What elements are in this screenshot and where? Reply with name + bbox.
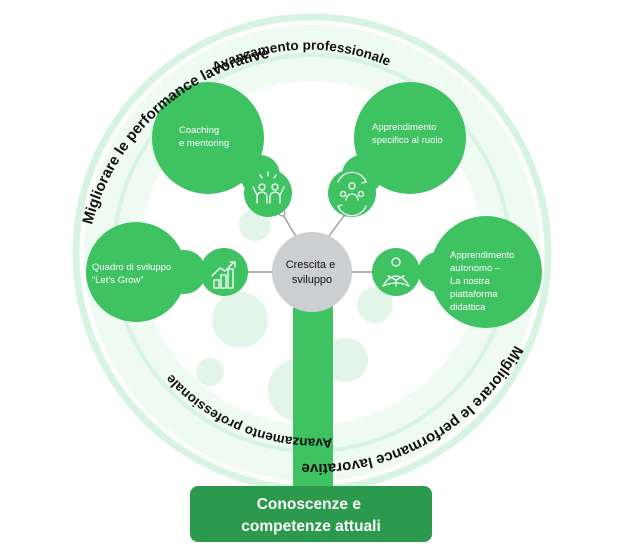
growth-steps-icon xyxy=(211,261,236,289)
pale-bubble xyxy=(324,338,368,382)
pale-bubble xyxy=(357,287,393,323)
base-label: Conoscenze e competenze attuali xyxy=(241,496,381,535)
bubble-coaching: Coaching e mentoring xyxy=(152,82,292,217)
base-box: Conoscenze e competenze attuali xyxy=(190,486,432,542)
bubble-framework: Quadro di sviluppo “Let’s Grow” xyxy=(86,222,248,322)
bubble-autonomous: Apprendimento autonomo – La nostra piatt… xyxy=(372,216,542,328)
pale-bubble xyxy=(239,209,271,241)
connectors xyxy=(245,212,376,273)
bubble-autonomous-label: Apprendimento autonomo – La nostra piatt… xyxy=(450,250,517,313)
team-celebration-icon xyxy=(252,171,285,204)
trunk xyxy=(293,288,333,488)
center-node: Crescita e sviluppo xyxy=(272,232,352,312)
group-cycle-icon xyxy=(337,171,367,217)
center-label: Crescita e sviluppo xyxy=(286,259,339,286)
reading-person-icon xyxy=(382,257,410,287)
connector-specific xyxy=(325,212,347,241)
bubble-specific: Apprendimento specifico al ruolo xyxy=(328,82,466,217)
pale-bubble xyxy=(196,358,224,386)
bubble-framework-label: Quadro di sviluppo “Let’s Grow” xyxy=(92,262,174,286)
bubble-coaching-label: Coaching e mentoring xyxy=(179,125,229,149)
pale-bubble xyxy=(212,292,268,348)
bubble-specific-label: Apprendimento specifico al ruolo xyxy=(372,122,443,146)
connector-coaching xyxy=(281,212,299,241)
